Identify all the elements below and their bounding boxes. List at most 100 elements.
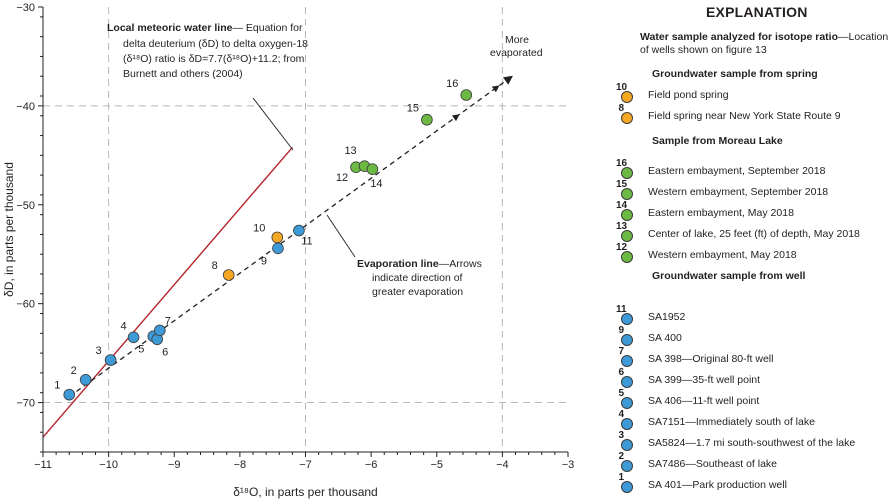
data-point-3 <box>104 354 117 366</box>
legend-item-number: 11 <box>616 304 627 315</box>
y-tick-label: −70 <box>16 398 35 410</box>
y-tick-label: −30 <box>16 2 35 14</box>
data-point-2 <box>79 374 92 386</box>
legend-marker-circle <box>621 230 633 242</box>
annotations: Local meteoric water line— Equation for d… <box>107 22 543 298</box>
legend-description-rest: —Location of wells shown on figure 13 <box>640 31 889 56</box>
evaporation-line-annotation: Evaporation line—Arrows <box>357 258 482 270</box>
x-tick-label: −5 <box>430 459 443 471</box>
x-tick-label: −6 <box>365 459 378 471</box>
legend-title: EXPLANATION <box>706 4 808 20</box>
data-point-16 <box>460 89 473 101</box>
legend-item-label: Western embayment, September 2018 <box>648 186 829 198</box>
legend-marker-circle <box>621 188 633 200</box>
legend-item-label: SA7151—Immediately south of lake <box>648 416 815 428</box>
legend-group-heading: Groundwater sample from spring <box>652 68 818 80</box>
data-point-11 <box>293 224 305 237</box>
legend-item-label: Field pond spring <box>648 89 729 101</box>
point-label-1: 1 <box>54 380 60 392</box>
data-point-14 <box>366 163 379 175</box>
meteoric-line-annotation-line: delta deuterium (δD) to delta oxygen-18 <box>123 38 308 50</box>
legend-description-bold: Water sample analyzed for isotope ratio <box>640 31 838 43</box>
point-label-16: 16 <box>446 78 458 90</box>
x-tick-label: −11 <box>34 459 52 471</box>
legend-item-label: Field spring near New York State Route 9 <box>648 110 841 122</box>
legend-marker-circle <box>621 439 633 451</box>
legend-item-number: 2 <box>618 451 624 462</box>
legend-item-number: 16 <box>616 158 628 169</box>
legend-item-label: SA1952 <box>648 311 686 323</box>
point-label-11: 11 <box>301 235 312 247</box>
point-label-3: 3 <box>96 345 102 357</box>
legend-marker-circle <box>621 209 633 221</box>
point-label-4: 4 <box>121 320 127 332</box>
x-tick-label: −8 <box>234 459 247 471</box>
y-tick-label: −50 <box>16 200 35 212</box>
evaporation-line-annotation-line: greater evaporation <box>372 286 463 298</box>
x-tick-label: −4 <box>496 459 509 471</box>
data-point-4 <box>127 331 140 344</box>
meteoric-leader-line <box>252 97 294 151</box>
isotope-scatter-chart: −11−10−9−8−7−6−5−4−3−70−60−50−40−30δ¹⁸O,… <box>2 2 574 499</box>
legend-item-number: 3 <box>618 430 624 441</box>
y-tick-label: −40 <box>16 101 35 113</box>
data-point-10 <box>271 231 284 244</box>
legend-item-label: Center of lake, 25 feet (ft) of depth, M… <box>648 228 860 240</box>
legend-item-label: Western embayment, May 2018 <box>648 249 797 261</box>
data-point-15 <box>421 113 433 126</box>
data-point-9 <box>272 242 284 255</box>
legend-marker-circle <box>621 313 633 325</box>
legend-item-number: 15 <box>616 179 628 190</box>
legend-description: Water sample analyzed for isotope ratio—… <box>640 31 894 57</box>
legend-item-number: 10 <box>616 82 628 93</box>
x-axis-title: δ¹⁸O, in parts per thousand <box>233 485 377 499</box>
legend-marker-circle <box>621 91 633 103</box>
meteoric-line-annotation: Local meteoric water line— Equation for <box>107 22 303 34</box>
legend-item-label: Eastern embayment, September 2018 <box>648 165 826 177</box>
data-points <box>63 89 473 401</box>
legend-marker-circle <box>621 334 633 346</box>
point-label-9: 9 <box>261 255 267 267</box>
legend-item-label: SA 406—11-ft well point <box>648 395 760 407</box>
legend-item-label: Eastern embayment, May 2018 <box>648 207 794 219</box>
legend-item-label: SA 400 <box>648 332 682 344</box>
evaporation-line-annotation-line: indicate direction of <box>372 272 463 284</box>
point-label-8: 8 <box>212 260 218 272</box>
trend-lines <box>42 75 513 438</box>
point-label-5: 5 <box>138 343 144 355</box>
data-point-1 <box>63 388 76 401</box>
legend-item-number: 13 <box>616 221 628 232</box>
legend-marker-circle <box>621 112 633 124</box>
evaporation-line <box>68 75 513 398</box>
legend-item-label: SA 401—Park production well <box>648 479 787 491</box>
legend-item-number: 14 <box>616 200 628 211</box>
legend-marker-circle <box>621 460 633 472</box>
legend-item-label: SA7486—Southeast of lake <box>648 458 778 470</box>
legend-item-number: 12 <box>616 242 628 253</box>
x-tick-label: −10 <box>99 459 118 471</box>
legend-marker-circle <box>621 481 633 493</box>
legend-item-label: SA 398—Original 80-ft well <box>648 353 774 365</box>
legend-group-heading: Groundwater sample from well <box>652 270 806 282</box>
point-label-14: 14 <box>370 178 382 190</box>
legend-marker-circle <box>621 251 633 263</box>
legend: EXPLANATION Water sample analyzed for is… <box>616 0 895 500</box>
evaporation-leader-line <box>326 214 356 258</box>
gridlines <box>43 7 568 452</box>
legend-item-label: SA 399—35-ft well point <box>648 374 761 386</box>
